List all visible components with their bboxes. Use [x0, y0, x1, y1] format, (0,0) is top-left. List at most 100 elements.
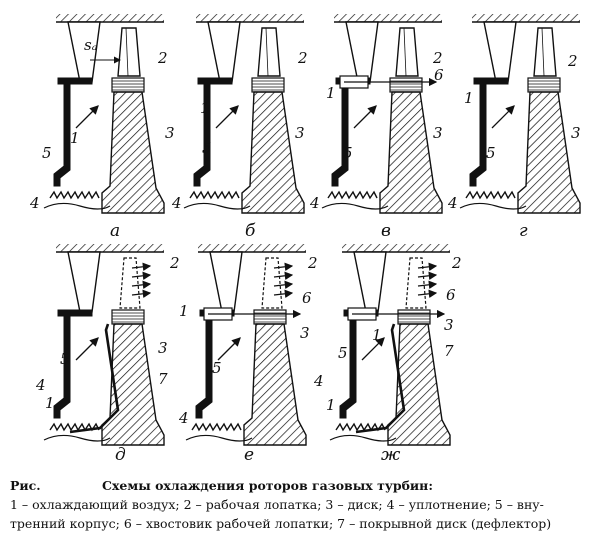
- blade-edge: [125, 27, 129, 77]
- blade-exit-arrow: [273, 280, 294, 289]
- stator-vane: [483, 21, 517, 83]
- panel-d-label-1: 2: [169, 254, 180, 272]
- rotor-disk: [517, 91, 581, 214]
- panel-d-label-4: 5: [60, 350, 70, 368]
- panel-a-letter: а: [110, 221, 120, 241]
- blade-exit-arrow: [417, 289, 438, 298]
- casing-hatch: [472, 14, 580, 22]
- rotor-disk: [387, 323, 451, 446]
- cooling-air-arrow: [75, 105, 99, 129]
- blade-exit-arrow: [273, 271, 294, 280]
- shaft-contour: [43, 202, 111, 210]
- shaft-contour: [329, 434, 397, 442]
- panel-e-label-3: 4: [178, 409, 189, 427]
- panel-zh-label-5: 6: [446, 286, 456, 304]
- cooling-air-arrow: [491, 105, 515, 129]
- panel-zh-label-7: 1: [326, 396, 336, 414]
- panel-e-label-0: 1: [179, 302, 189, 320]
- rotor-disk: [241, 91, 305, 214]
- panel-b-label-1: 2: [297, 49, 308, 67]
- rotor-blade: [533, 27, 557, 77]
- panel-a-label-2: 3: [165, 124, 175, 142]
- blade-exit-arrow: [131, 271, 152, 280]
- shaft-contour: [185, 434, 253, 442]
- panel-zh-label-0: 1: [372, 326, 382, 344]
- casing-hatch: [198, 244, 306, 252]
- casing-hatch: [342, 244, 450, 252]
- panel-d-label-5: 7: [158, 370, 168, 388]
- rotor-blade-cooled: [261, 257, 283, 309]
- casing-hatch: [334, 14, 442, 22]
- panel-g-label-2: 3: [571, 124, 581, 142]
- rotor-disk: [243, 323, 307, 446]
- casing-hatch: [56, 14, 164, 22]
- cooling-air-arrow: [361, 337, 385, 361]
- panel-v-label-3: 4: [309, 194, 320, 212]
- blade-exit-arrow: [417, 271, 438, 280]
- caption-title: Схемы охлаждения роторов газовых турбин:: [102, 478, 433, 493]
- labyrinth-seal: [327, 190, 378, 200]
- casing-hatch: [56, 244, 164, 252]
- panel-g-label-3: 4: [447, 194, 458, 212]
- panel-b-label-4: 5: [202, 139, 212, 157]
- inner-casing: [53, 77, 93, 187]
- panel-b-label-3: 4: [171, 194, 182, 212]
- panel-b-label-2: 3: [295, 124, 305, 142]
- panel-e-letter: е: [244, 445, 254, 465]
- shaft-contour: [321, 202, 389, 210]
- panel-zh-label-1: 2: [451, 254, 462, 272]
- panel-a-label-3: 4: [29, 194, 40, 212]
- shaft-contour: [43, 434, 111, 442]
- inner-casing: [193, 77, 233, 187]
- cooling-air-arrow: [75, 337, 99, 361]
- panel-d-letter: д: [115, 445, 126, 465]
- rotor-blade-cooled: [405, 257, 427, 309]
- rotor-blade: [395, 27, 419, 77]
- turbine-rotor-cooling-diagram: sₐ12345а12345б123456в12345г123457д123456…: [29, 14, 581, 465]
- panel-g-label-0: 1: [464, 89, 474, 107]
- rotor-blade: [257, 27, 281, 77]
- panel-g-label-1: 2: [567, 52, 578, 70]
- figure-caption: Рис. Схемы охлаждения роторов газовых тур…: [10, 476, 588, 533]
- stator-vane: [207, 21, 241, 83]
- rotor-disk: [101, 323, 165, 446]
- panel-a-label-1: 2: [157, 49, 168, 67]
- rotor-disk: [379, 91, 443, 214]
- blade-exit-arrow: [131, 289, 152, 298]
- panel-d-label-2: 3: [158, 339, 168, 357]
- labyrinth-seal: [191, 422, 242, 432]
- panel-d-label-0: 1: [45, 394, 55, 412]
- blade-exit-arrow: [131, 280, 152, 289]
- inner-casing: [53, 309, 93, 419]
- panel-v-label-5: 6: [434, 66, 444, 84]
- panel-v-label-2: 3: [433, 124, 443, 142]
- caption-line-2: тренний корпус; 6 – хвостовик рабочей ло…: [10, 516, 552, 531]
- stator-vane: [345, 21, 379, 83]
- stator-vane: [209, 251, 243, 313]
- blade-exit-arrow: [131, 262, 152, 271]
- cover-disk-deflector: [69, 323, 120, 434]
- casing-hatch: [196, 14, 304, 22]
- labyrinth-seal: [189, 190, 240, 200]
- panel-zh-label-2: 3: [444, 316, 454, 334]
- panel-e-label-5: 6: [302, 289, 312, 307]
- labyrinth-seal: [465, 190, 516, 200]
- caption-line-1: 1 – охлаждающий воздух; 2 – рабочая лопа…: [10, 497, 544, 512]
- gap-label: sₐ: [84, 36, 97, 54]
- panel-zh-label-3: 4: [313, 372, 324, 390]
- panel-g-label-4: 5: [486, 144, 496, 162]
- panel-zh-label-4: 5: [338, 344, 348, 362]
- shaft-contour: [459, 202, 527, 210]
- panel-e-label-2: 3: [300, 324, 310, 342]
- blade-edge: [403, 27, 407, 77]
- caption-label: Рис.: [10, 478, 41, 493]
- panel-v-letter: в: [381, 221, 391, 241]
- stator-vane: [353, 251, 387, 313]
